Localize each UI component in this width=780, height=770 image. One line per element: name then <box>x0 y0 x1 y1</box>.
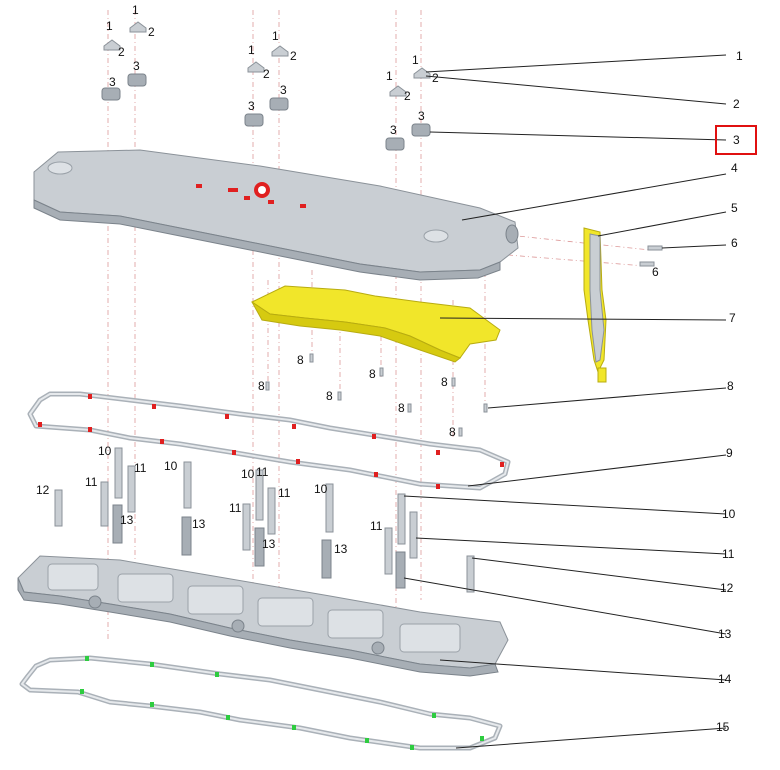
bolt-11 <box>267 487 276 535</box>
callout-4: 4 <box>731 161 738 175</box>
bolt-12 <box>54 489 63 527</box>
inline-label: 2 <box>290 49 297 63</box>
inline-label: 11 <box>370 519 383 533</box>
inline-label: 3 <box>248 99 255 113</box>
bolt-10 <box>397 493 406 545</box>
bolt-11 <box>409 511 418 559</box>
inline-label: 13 <box>334 542 348 556</box>
inline-label: 3 <box>280 83 287 97</box>
bolt-10 <box>114 447 123 499</box>
bracket-part-5 <box>583 227 607 383</box>
inline-label: 13 <box>120 513 134 527</box>
inline-label: 3 <box>418 109 425 123</box>
bolt-11 <box>127 465 136 513</box>
inline-label: 8 <box>398 401 405 415</box>
inline-label: 11 <box>229 501 242 515</box>
inline-label: 10 <box>98 444 112 458</box>
spacer-13 <box>321 539 332 579</box>
inline-label: 8 <box>449 425 456 439</box>
highlight-box-callout-3 <box>715 125 757 155</box>
inline-label: 1 <box>248 43 255 57</box>
callout-14: 14 <box>718 672 732 686</box>
bolt-11 <box>384 527 393 575</box>
screws-part-8 <box>265 353 488 437</box>
spacer-13 <box>181 516 192 556</box>
inline-label: 2 <box>148 25 155 39</box>
inline-label: 1 <box>272 29 279 43</box>
bolt-10 <box>183 461 192 509</box>
inline-label: 3 <box>390 123 397 137</box>
inline-label: 3 <box>133 59 140 73</box>
inline-label: 8 <box>258 379 265 393</box>
inline-label: 3 <box>109 75 116 89</box>
inline-label: 13 <box>192 517 206 531</box>
baffle-part-7 <box>250 285 501 363</box>
carrier-frame-part-14 <box>17 555 509 677</box>
lower-gasket-part-15 <box>19 655 503 751</box>
inline-label: 1 <box>386 69 393 83</box>
callout-8: 8 <box>727 379 734 393</box>
callout-12: 12 <box>720 581 734 595</box>
inline-label: 8 <box>297 353 304 367</box>
valve-cover-part-4 <box>33 149 519 281</box>
grommets-parts-1-3 <box>101 21 431 151</box>
inline-label: 2 <box>404 89 411 103</box>
callout-9: 9 <box>726 446 733 460</box>
spacer-13 <box>112 504 123 544</box>
inline-label: 12 <box>36 483 50 497</box>
callout-5: 5 <box>731 201 738 215</box>
inline-label: 8 <box>369 367 376 381</box>
upper-gasket-part-9 <box>27 391 511 491</box>
inline-label: 8 <box>441 375 448 389</box>
inline-label: 13 <box>262 537 276 551</box>
bolt-10 <box>255 469 264 521</box>
inline-label: 11 <box>134 461 147 475</box>
inline-label: 2 <box>118 45 125 59</box>
callout-10: 10 <box>722 507 736 521</box>
callout-3: 3 <box>733 133 740 147</box>
bolt-10 <box>325 483 334 533</box>
callout-15: 15 <box>716 720 730 734</box>
callout-2: 2 <box>733 97 740 111</box>
inline-label: 10 <box>164 459 178 473</box>
callout-leaders <box>403 54 727 749</box>
inline-label: 10 <box>241 467 255 481</box>
inline-label: 1 <box>106 19 113 33</box>
spacer-13 <box>254 527 265 567</box>
callout-11: 11 <box>722 547 735 561</box>
bolts-and-spacers <box>54 447 475 593</box>
callout-1: 1 <box>736 49 743 63</box>
inline-label: 11 <box>85 475 98 489</box>
callout-6: 6 <box>731 236 738 250</box>
inline-label: 1 <box>132 3 139 17</box>
bolt-11 <box>242 503 251 551</box>
callout-7: 7 <box>729 311 736 325</box>
callout-numbers: 1 2 3 4 5 6 7 8 9 10 11 12 13 14 15 <box>716 49 743 734</box>
inline-label: 1 <box>412 53 419 67</box>
screws-part-6 <box>639 245 663 267</box>
callout-13: 13 <box>718 627 732 641</box>
spacer-13 <box>395 551 406 589</box>
bolt-12 <box>466 555 475 593</box>
inline-label: 2 <box>432 71 439 85</box>
bolt-11 <box>100 481 109 527</box>
inline-label: 2 <box>263 67 270 81</box>
inline-label: 11 <box>278 486 291 500</box>
inline-label: 8 <box>326 389 333 403</box>
inline-part-labels: 1 2 3 1 2 3 1 2 3 1 2 3 1 2 3 1 2 3 6 8 … <box>36 3 659 556</box>
inline-label: 10 <box>314 482 328 496</box>
inline-label: 11 <box>256 465 269 479</box>
inline-label: 6 <box>652 265 659 279</box>
